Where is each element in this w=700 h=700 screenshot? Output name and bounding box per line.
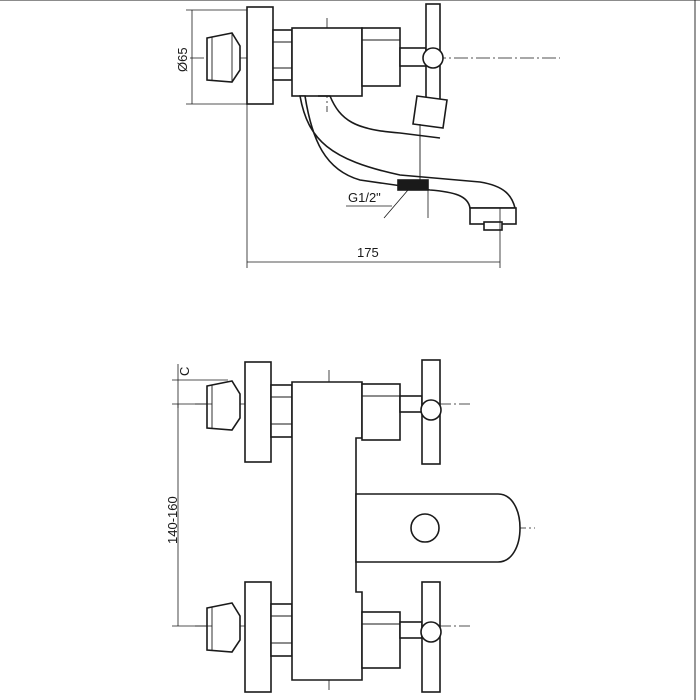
- front-lower-stem: [399, 621, 423, 639]
- front-upper-flange: [244, 361, 272, 463]
- side-diverter-knob: [412, 95, 448, 129]
- side-valve-stem: [399, 47, 427, 67]
- front-upper-handle-cap: [420, 399, 442, 421]
- front-lower-nut: [270, 603, 293, 657]
- front-upper-stem: [399, 395, 423, 413]
- side-mixer-body: [291, 27, 363, 97]
- side-spout-upper-edge: [318, 95, 441, 139]
- diameter-label: Ø65: [175, 47, 190, 72]
- front-upper-valve-housing: [361, 383, 401, 441]
- side-valve-housing: [361, 27, 401, 87]
- front-upper-eccentric: [206, 380, 241, 431]
- front-diverter-knob: [410, 513, 440, 543]
- side-aerator-tip: [483, 221, 503, 231]
- side-shower-outlet: [397, 179, 429, 191]
- side-handle-cap: [422, 47, 444, 69]
- centers-label: 140-160: [165, 496, 180, 544]
- projection-label: 175: [357, 245, 379, 260]
- side-thread-leader: [383, 189, 409, 219]
- side-union-nut: [272, 29, 293, 81]
- front-mixer-body: [291, 381, 363, 681]
- side-view: G1/2" Ø65 175: [175, 3, 560, 268]
- side-wall-flange: [246, 6, 274, 105]
- front-lower-valve-housing: [361, 611, 401, 669]
- offset-label: C: [177, 367, 192, 376]
- side-spout: [299, 95, 517, 209]
- front-lower-eccentric: [206, 602, 241, 653]
- thread-size-label: G1/2": [348, 190, 381, 205]
- front-view: C 140-160: [165, 359, 535, 693]
- front-lower-flange: [244, 581, 272, 693]
- front-upper-nut: [270, 384, 293, 438]
- front-lower-handle-cap: [420, 621, 442, 643]
